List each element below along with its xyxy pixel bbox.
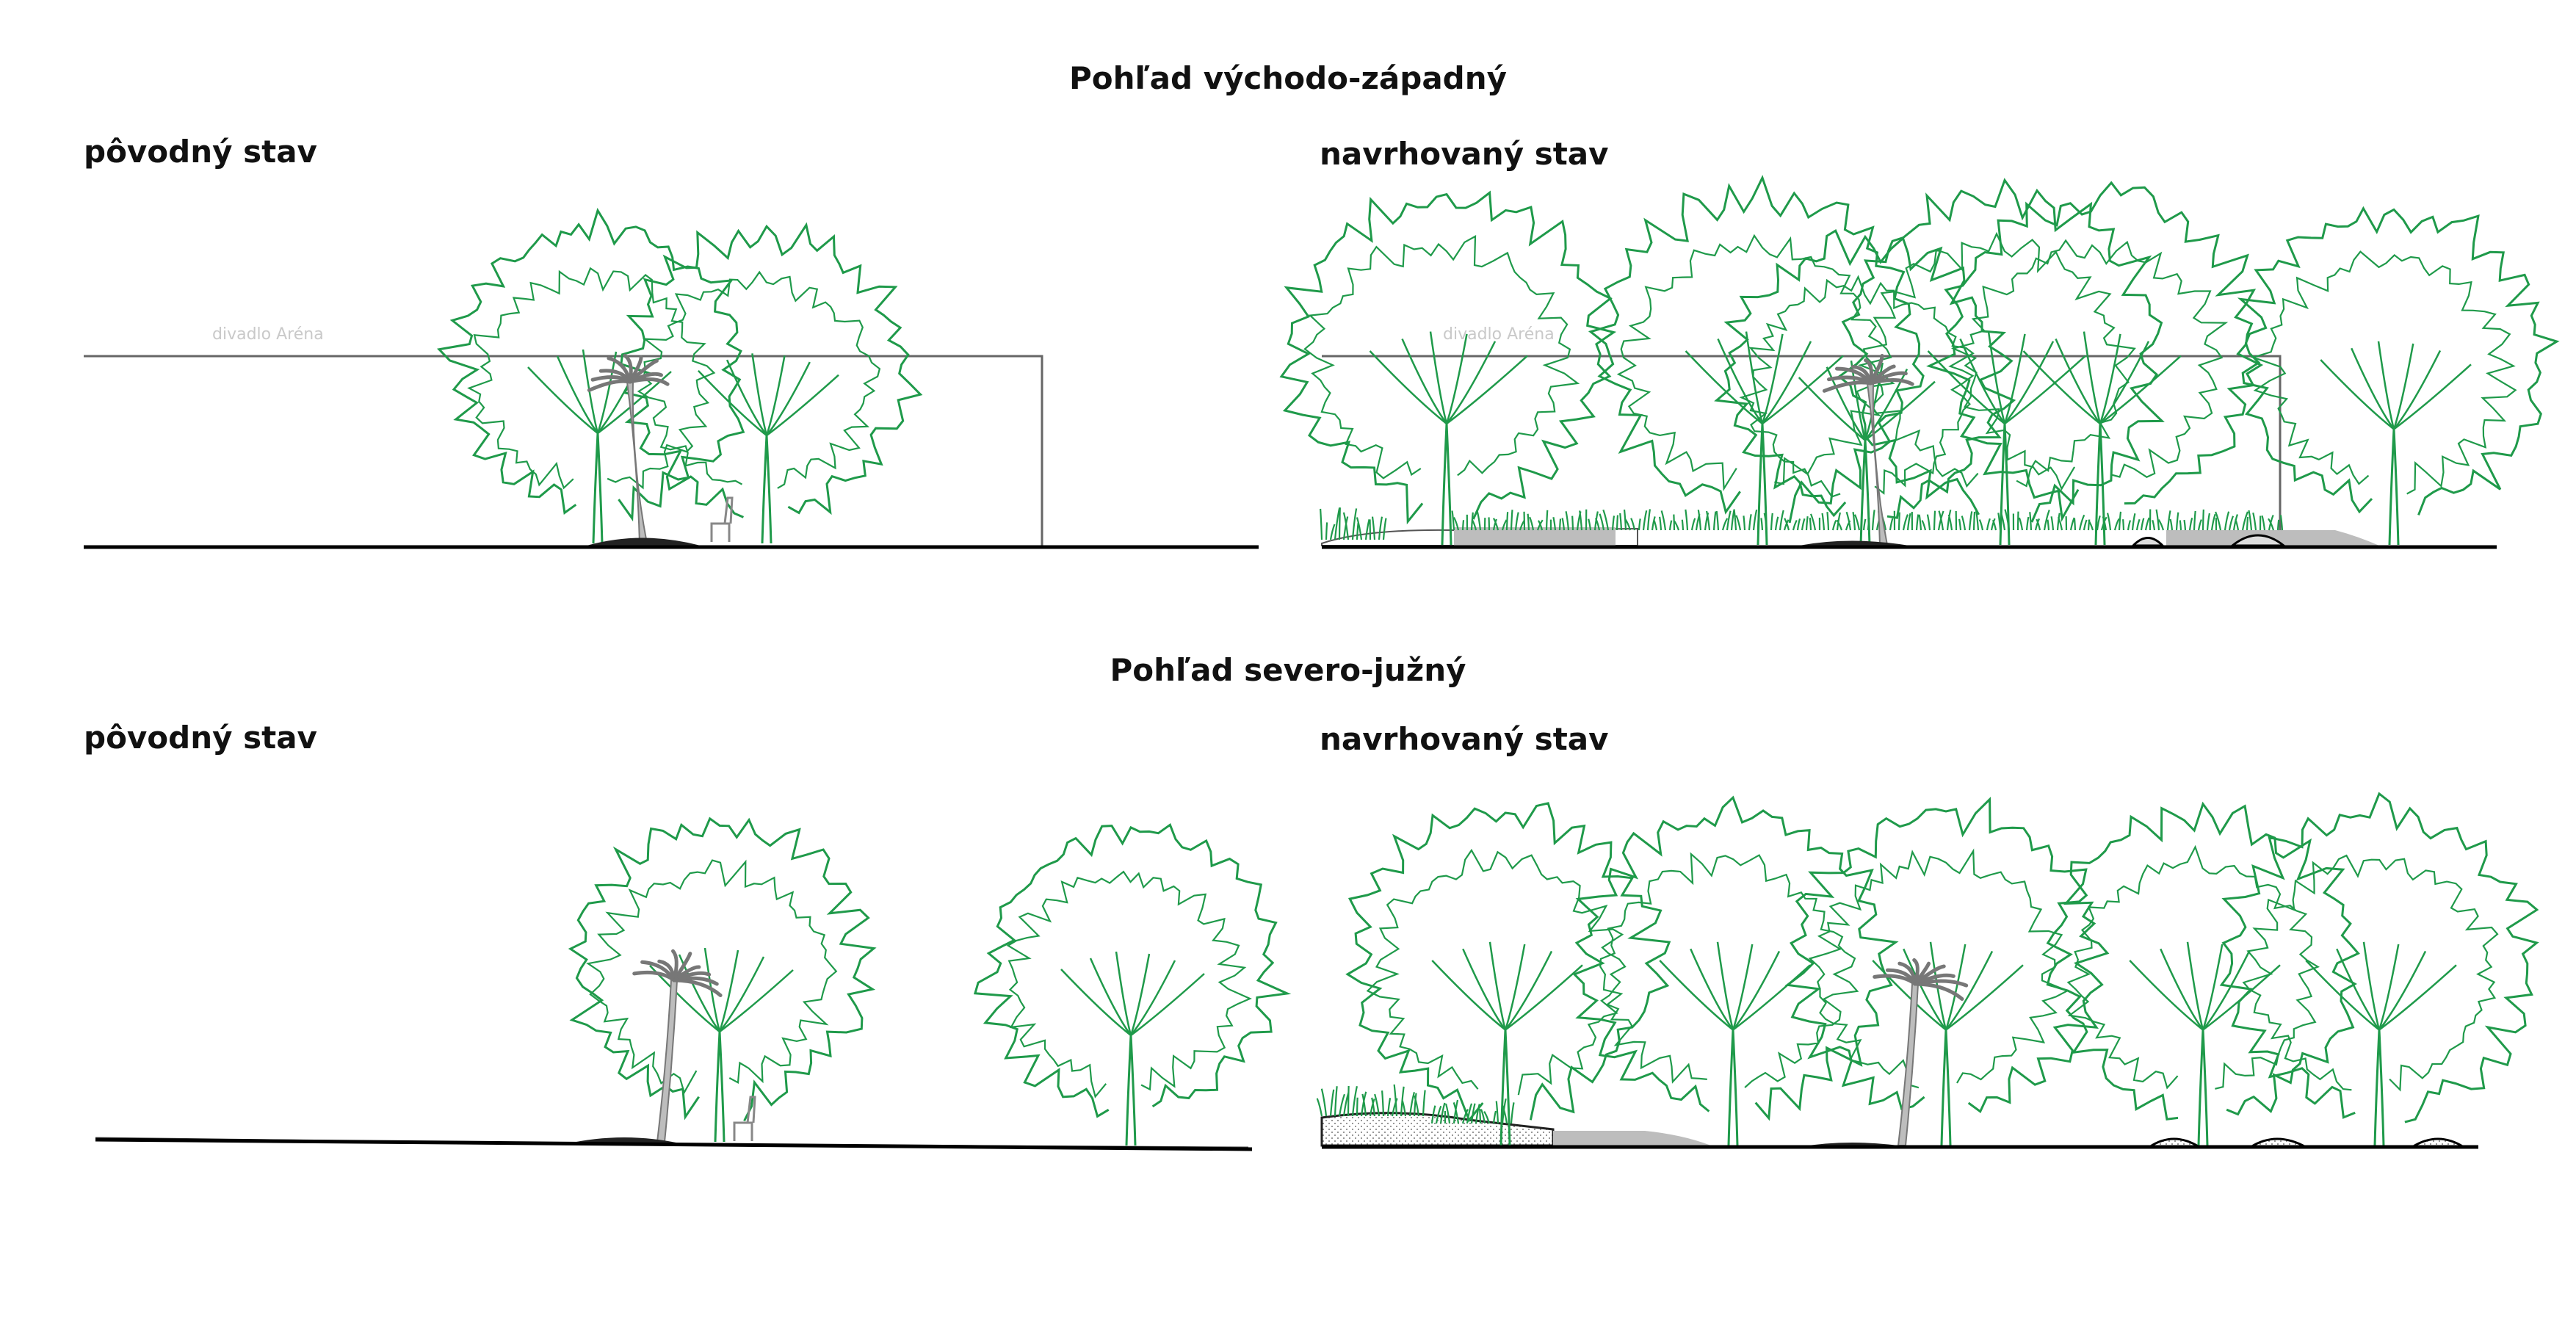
- elevation-drawing: [1316, 792, 2539, 1149]
- tree: [620, 222, 923, 544]
- elevation-drawing: divadlo Aréna: [1279, 175, 2560, 549]
- elevation-original-east-west: divadlo Aréna: [84, 191, 1259, 558]
- tree: [568, 817, 877, 1143]
- section-title-north-south: Pohľad severo-južný: [1110, 652, 1466, 688]
- elevation-drawing: divadlo Aréna: [84, 208, 1259, 549]
- grass-bed: [1430, 1098, 1515, 1124]
- tree: [1279, 190, 1617, 546]
- mound: [1799, 540, 1909, 546]
- label-original-state-ew: pôvodný stav: [84, 134, 317, 170]
- tree: [1345, 802, 1671, 1146]
- building-label: divadlo Aréna: [1443, 325, 1555, 344]
- grass-bed: [1451, 509, 2284, 531]
- grass-bed: [1316, 1084, 1426, 1117]
- palm-tree: [1873, 958, 1969, 1146]
- tree: [2046, 801, 2360, 1146]
- elevation-drawing: [95, 817, 1292, 1151]
- ground-line: [95, 1137, 1253, 1151]
- tree: [1714, 229, 2016, 546]
- building-label: divadlo Aréna: [212, 325, 324, 344]
- elevation-original-north-south: [95, 778, 1292, 1160]
- palm-tree: [632, 949, 723, 1143]
- tree: [1572, 795, 1899, 1146]
- mound: [587, 538, 701, 546]
- paving-area: [1553, 1131, 1711, 1146]
- elevation-proposed-north-south: [1316, 764, 2539, 1160]
- grass-bed: [1320, 507, 1387, 540]
- tree: [973, 822, 1292, 1146]
- chair: [710, 496, 734, 542]
- palm-tree: [587, 353, 670, 544]
- building-outline: divadlo Aréna: [1322, 325, 2282, 546]
- elevation-proposed-east-west: divadlo Aréna: [1279, 154, 2560, 558]
- tree: [2219, 792, 2539, 1146]
- label-proposed-state-ns: navrhovaný stav: [1320, 721, 1609, 757]
- tree: [1784, 797, 2110, 1146]
- mound: [2229, 534, 2287, 547]
- palm-tree: [1822, 354, 1914, 546]
- tree: [1926, 181, 2264, 546]
- paving-area: [1454, 527, 1616, 546]
- chair: [733, 1096, 756, 1141]
- building-outline: divadlo Aréna: [84, 325, 1043, 546]
- tree: [1588, 175, 1925, 546]
- label-original-state-ns: pôvodný stav: [84, 720, 317, 756]
- mound: [2130, 537, 2166, 547]
- section-title-east-west: Pohľad východo-západný: [1069, 60, 1507, 96]
- tree: [2237, 206, 2560, 546]
- label-proposed-state-ew: navrhovaný stav: [1320, 136, 1609, 172]
